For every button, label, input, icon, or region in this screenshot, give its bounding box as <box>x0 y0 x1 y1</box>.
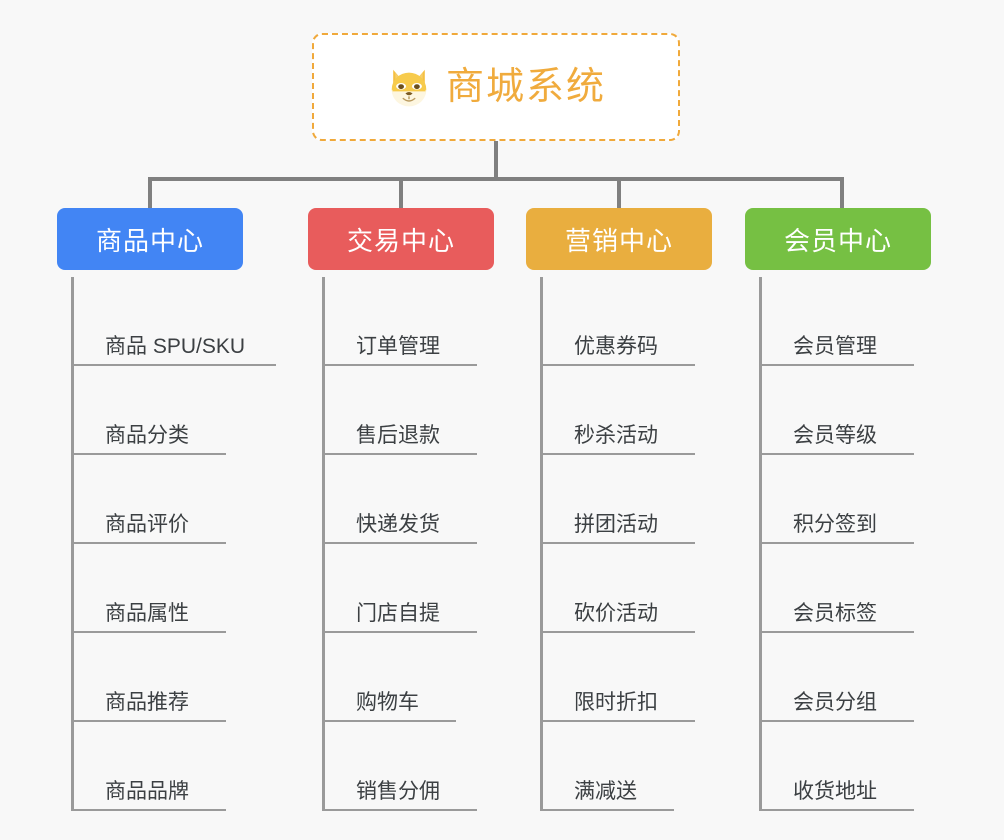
leaf-underline <box>540 542 695 544</box>
leaf-underline <box>322 453 477 455</box>
category-box-products[interactable]: 商品中心 <box>57 208 243 270</box>
leaf-item-label: 砍价活动 <box>574 602 658 625</box>
leaf-item-label: 秒杀活动 <box>574 424 658 447</box>
root-node[interactable]: 商城系统 <box>312 33 680 141</box>
leaf-underline <box>759 542 914 544</box>
category-label: 会员中心 <box>783 225 892 256</box>
leaf-item-label: 收货地址 <box>793 780 877 803</box>
branch-connector-2 <box>399 177 403 210</box>
leaf-underline <box>71 453 226 455</box>
horizontal-bus-connector <box>148 177 844 181</box>
category-label: 营销中心 <box>564 225 673 256</box>
leaf-underline <box>322 809 477 811</box>
branch-connector-3 <box>617 177 621 210</box>
leaf-underline <box>759 631 914 633</box>
leaf-underline <box>71 809 226 811</box>
leaf-underline <box>71 720 226 722</box>
category-label: 交易中心 <box>346 225 455 256</box>
leaf-underline <box>322 631 477 633</box>
leaf-rail <box>71 277 74 811</box>
leaf-item-label: 商品属性 <box>105 602 189 625</box>
leaf-item-label: 商品评价 <box>105 513 189 536</box>
leaf-underline <box>759 364 914 366</box>
leaf-item-label: 满减送 <box>574 780 637 803</box>
leaf-item-label: 商品 SPU/SKU <box>105 335 246 358</box>
leaf-item-label: 会员等级 <box>793 424 877 447</box>
leaf-item-label: 销售分佣 <box>356 780 440 803</box>
category-label: 商品中心 <box>95 225 204 256</box>
leaf-item-label: 会员标签 <box>793 602 877 625</box>
leaf-rail <box>540 277 543 811</box>
category-box-member[interactable]: 会员中心 <box>745 208 931 270</box>
root-stem-connector <box>494 141 498 179</box>
leaf-underline <box>322 364 477 366</box>
leaf-underline <box>322 542 477 544</box>
leaf-underline <box>71 631 226 633</box>
leaf-item-label: 订单管理 <box>356 335 440 358</box>
leaf-underline <box>540 720 695 722</box>
leaf-item-label: 拼团活动 <box>574 513 658 536</box>
leaf-underline <box>759 453 914 455</box>
leaf-item-label: 门店自提 <box>356 602 440 625</box>
branch-connector-4 <box>840 177 844 210</box>
root-title: 商城系统 <box>445 66 606 108</box>
leaf-item-label: 商品分类 <box>105 424 189 447</box>
leaf-underline <box>322 720 456 722</box>
leaf-item-label: 优惠券码 <box>574 335 658 358</box>
leaf-rail <box>759 277 762 811</box>
leaf-item-label: 商品推荐 <box>105 691 189 714</box>
category-box-marketing[interactable]: 营销中心 <box>526 208 712 270</box>
leaf-underline <box>540 364 695 366</box>
branch-connector-1 <box>148 177 152 210</box>
leaf-underline <box>759 809 914 811</box>
leaf-item-label: 积分签到 <box>793 513 877 536</box>
leaf-item-label: 快递发货 <box>356 513 440 536</box>
shiba-dog-icon <box>386 64 432 110</box>
leaf-item-label: 商品品牌 <box>105 780 189 803</box>
leaf-item-label: 限时折扣 <box>574 691 658 714</box>
leaf-item-label: 会员管理 <box>793 335 877 358</box>
leaf-item-label: 购物车 <box>356 691 419 714</box>
leaf-underline <box>540 809 674 811</box>
leaf-underline <box>759 720 914 722</box>
leaf-item-label: 会员分组 <box>793 691 877 714</box>
leaf-underline <box>71 542 226 544</box>
leaf-item-label: 售后退款 <box>356 424 440 447</box>
leaf-underline <box>71 364 276 366</box>
category-box-trade[interactable]: 交易中心 <box>308 208 494 270</box>
leaf-underline <box>540 453 695 455</box>
leaf-rail <box>322 277 325 811</box>
leaf-underline <box>540 631 695 633</box>
